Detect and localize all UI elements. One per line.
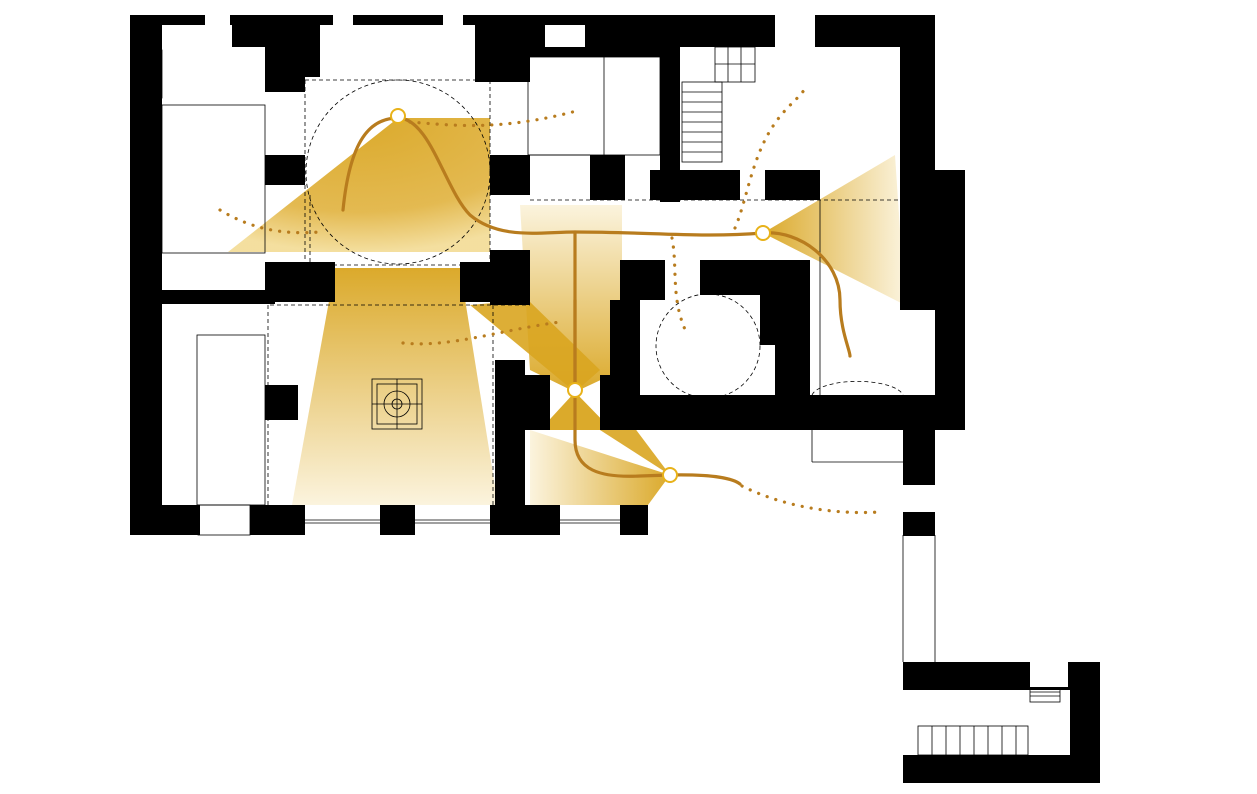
staircase-annex	[917, 687, 1061, 756]
light-cone-top	[228, 118, 490, 252]
light-nodes	[390, 108, 771, 483]
dotted-path-6	[740, 484, 882, 515]
solid-path-vertical	[573, 230, 742, 486]
node-right	[755, 225, 771, 241]
light-cone-lower-middle	[530, 430, 670, 505]
node-center	[567, 382, 583, 398]
fixtures	[147, 46, 1061, 756]
walls	[130, 15, 1100, 783]
stove-symbol	[371, 378, 423, 430]
dotted-path-1	[218, 208, 322, 235]
light-cone-right	[763, 155, 905, 305]
dotted-path-4	[670, 236, 690, 338]
light-cone-diagonal	[470, 300, 600, 392]
node-lower	[662, 467, 678, 483]
node-top	[390, 108, 406, 124]
light-cone-lower-left	[292, 268, 498, 505]
dotted-path-5	[733, 88, 806, 230]
dotted-path-3	[401, 320, 562, 346]
light-cones	[228, 118, 905, 505]
staircase-top-right	[681, 46, 756, 163]
